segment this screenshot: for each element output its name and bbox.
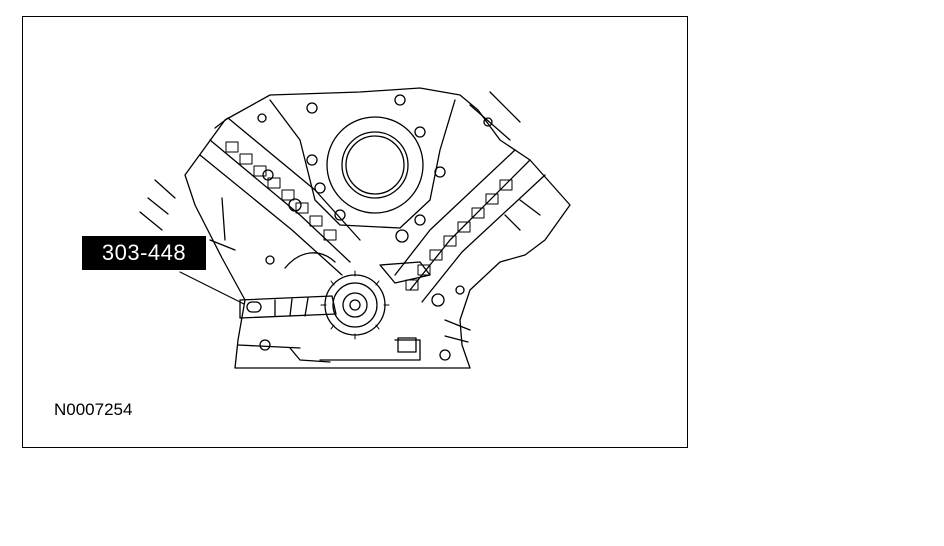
engine-block-outline [184, 87, 571, 369]
chain-guide-left [284, 252, 336, 269]
right-bank-detail [469, 91, 541, 231]
cam-bore-outer [326, 116, 424, 214]
callout-leader-line [179, 271, 245, 305]
special-tool-303-448 [239, 295, 337, 319]
block-bolt-bosses [257, 94, 493, 361]
figure-frame [22, 16, 688, 448]
right-timing-chain [394, 149, 546, 307]
front-cover-lower-detail [237, 319, 471, 363]
figure-id: N0007254 [54, 400, 133, 419]
tool-callout-label: 303-448 [82, 236, 206, 270]
crank-sprocket [320, 270, 390, 340]
left-timing-chain [199, 117, 361, 276]
left-bank-detail [139, 179, 236, 251]
cam-bore-inner [341, 131, 409, 199]
chain-guide-right [379, 261, 431, 284]
block-inner-upper [269, 99, 456, 229]
